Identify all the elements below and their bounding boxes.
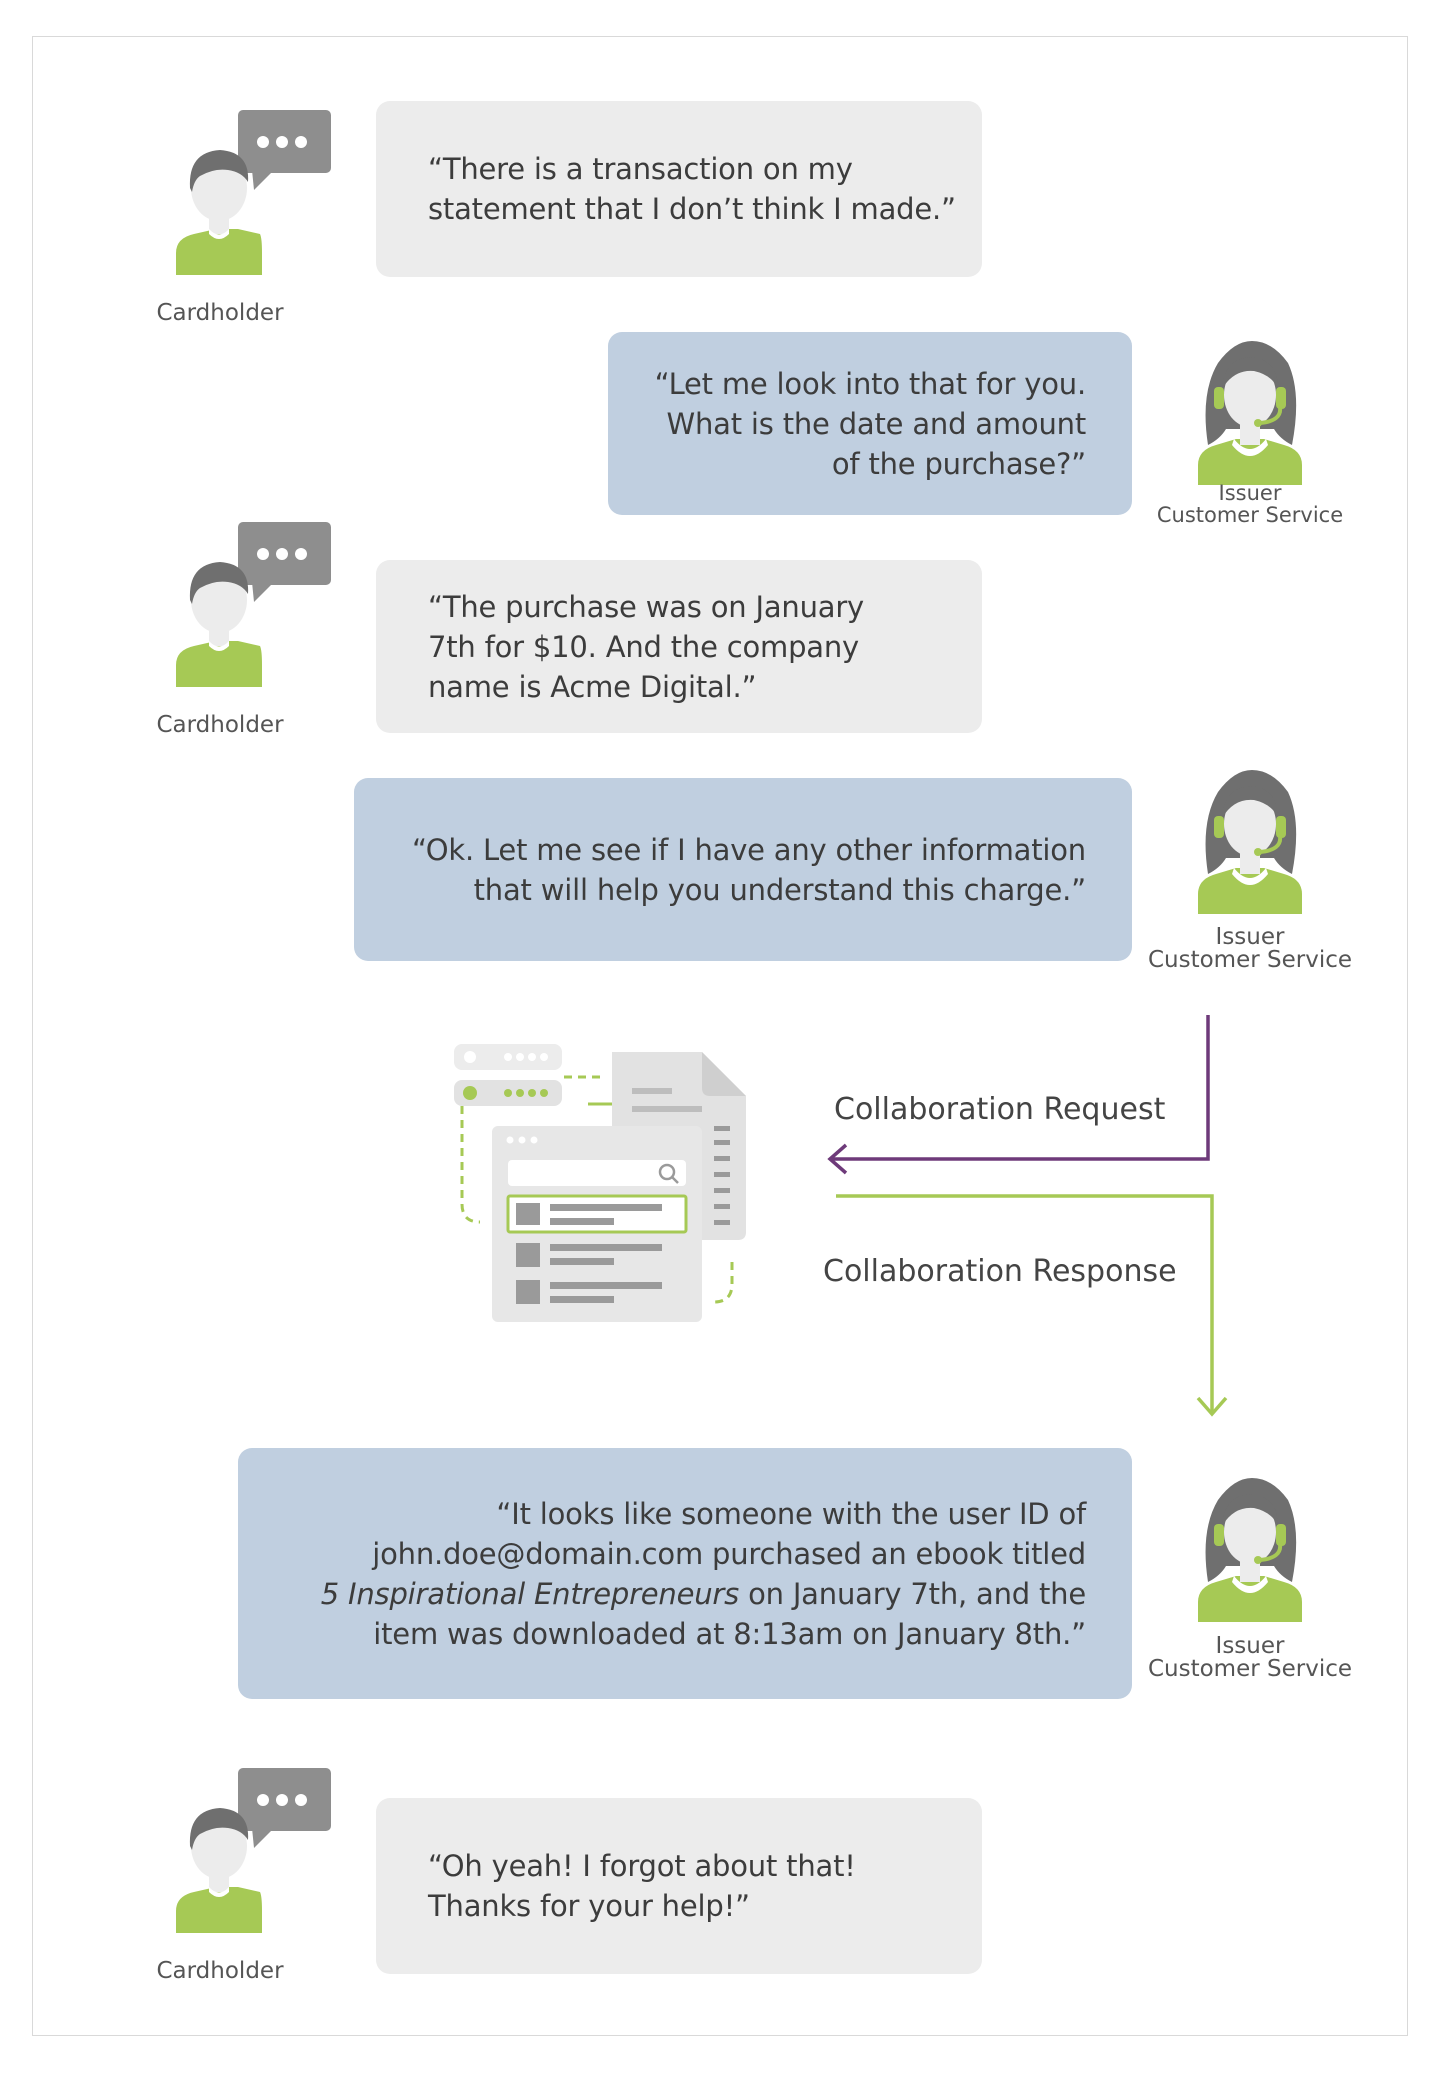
message-line: item was downloaded at 8:13am on January… — [373, 1616, 1086, 1651]
issuer-label-line: Customer Service — [1156, 503, 1344, 527]
message-line: john.doe@domain.com purchased an ebook t… — [372, 1536, 1086, 1571]
message-line: name is Acme Digital.” — [428, 669, 757, 704]
database-search-document-icon — [454, 1044, 746, 1322]
collaboration-response-label: Collaboration Response — [823, 1254, 1177, 1289]
cardholder-label-3: Cardholder — [156, 1958, 284, 1984]
message-line: “The purchase was on January — [428, 589, 865, 624]
headset-agent-icon — [1196, 339, 1304, 487]
issuer-label-1: Issuer Customer Service — [1140, 482, 1360, 526]
issuer-label-line: Issuer — [1215, 1633, 1285, 1659]
message-line: “Ok. Let me see if I have any other info… — [411, 832, 1086, 867]
message-line: “Let me look into that for you. — [654, 366, 1087, 401]
message-line: that will help you understand this charg… — [473, 872, 1087, 907]
message-line: “It looks like someone with the user ID … — [496, 1496, 1086, 1531]
message-line: “Oh yeah! I forgot about that! — [428, 1849, 856, 1883]
headset-agent-icon — [1196, 768, 1304, 916]
cardholder-label-1: Cardholder — [156, 300, 284, 326]
cardholder-icon — [176, 522, 331, 687]
collaboration-response-arrow — [836, 1194, 1228, 1417]
issuer-label-2: Issuer Customer Service — [1140, 926, 1360, 972]
issuer-label-3: Issuer Customer Service — [1140, 1635, 1360, 1681]
collaboration-request-arrow — [827, 1015, 1210, 1175]
message-line: “There is a transaction on my — [428, 152, 853, 186]
issuer-message-3: “It looks like someone with the user ID … — [238, 1448, 1132, 1699]
message-line: of the purchase?” — [831, 446, 1086, 481]
cardholder-icon — [176, 1768, 331, 1933]
cardholder-icon — [176, 110, 331, 275]
cardholder-label-2: Cardholder — [156, 712, 284, 738]
issuer-label-line: Customer Service — [1147, 1656, 1353, 1682]
headset-agent-icon — [1196, 1476, 1304, 1624]
message-line: What is the date and amount — [666, 406, 1087, 441]
cardholder-message-1: “There is a transaction on my statement … — [376, 101, 982, 277]
cardholder-message-3: “Oh yeah! I forgot about that! Thanks fo… — [376, 1798, 982, 1974]
diagram-frame — [32, 36, 1408, 2036]
issuer-label-line: Customer Service — [1147, 947, 1353, 973]
message-line: 7th for $10. And the company — [428, 629, 860, 664]
issuer-message-1: “Let me look into that for you. What is … — [608, 332, 1132, 515]
message-line: 5 Inspirational Entrepreneurs on January… — [238, 1574, 1086, 1614]
ebook-title: 5 Inspirational Entrepreneurs — [320, 1576, 740, 1611]
message-line: statement that I don’t think I made.” — [428, 192, 956, 226]
collaboration-request-label: Collaboration Request — [834, 1092, 1166, 1127]
issuer-label-line: Issuer — [1218, 481, 1282, 505]
cardholder-message-2: “The purchase was on January 7th for $10… — [376, 560, 982, 733]
issuer-message-2: “Ok. Let me see if I have any other info… — [354, 778, 1132, 961]
message-line: Thanks for your help!” — [428, 1889, 750, 1923]
message-fragment: on January 7th, and the — [748, 1576, 1086, 1611]
issuer-label-line: Issuer — [1215, 924, 1285, 950]
